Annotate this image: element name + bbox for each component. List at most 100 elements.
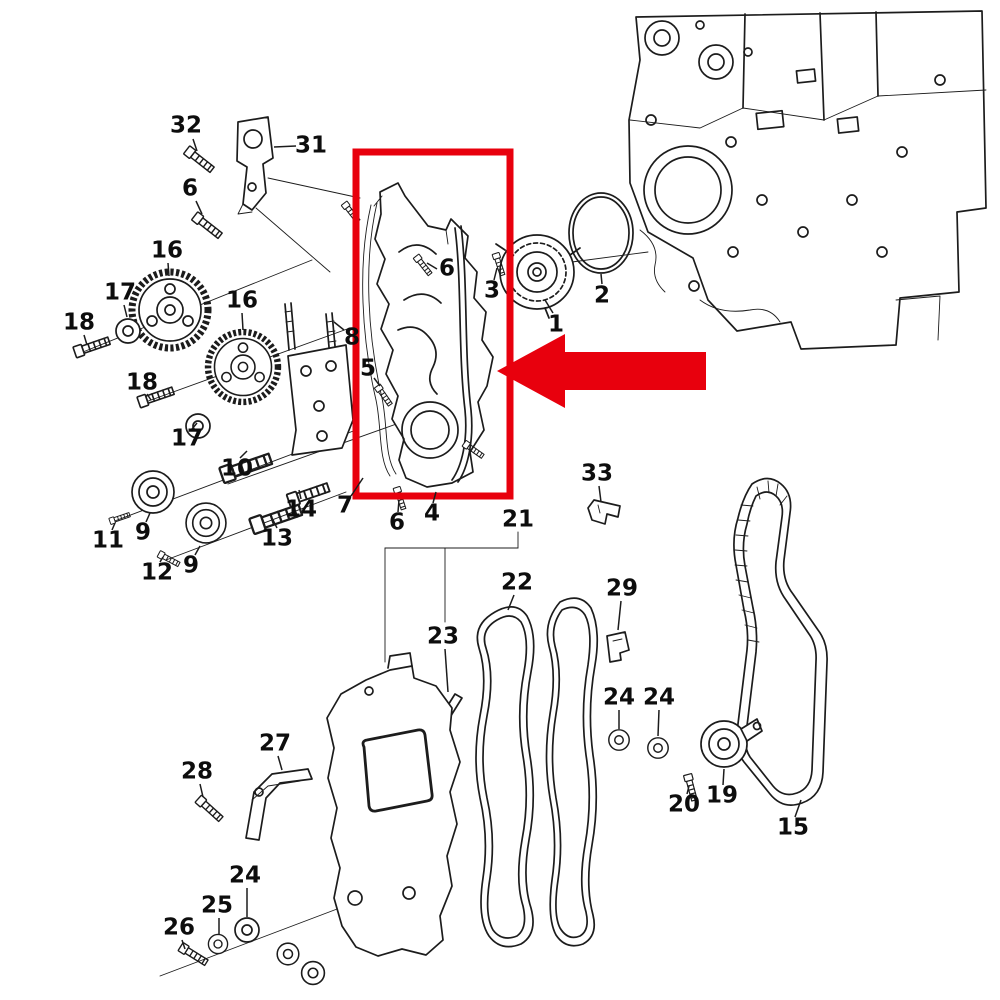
callout-leader-line [191,422,198,430]
part-number-label-33: 33 [581,461,613,487]
callout-leader-line [333,321,345,331]
bolt-32 [182,145,216,175]
callout-leader-line [722,768,725,786]
part-number-label-17: 17 [171,426,203,452]
callout-leader-line [350,477,364,497]
callout-leader-line [145,512,151,523]
part-number-label-24: 24 [603,685,635,711]
bolt-5 [373,383,394,408]
part-number-label-25: 25 [201,893,233,919]
part-number-label-11: 11 [92,528,124,554]
callout-leader-line [657,709,660,737]
part-number-label-10: 10 [221,456,253,482]
callout-leader-line [194,545,201,556]
rear-cover-outline [374,182,494,488]
callout-leader-line [123,304,128,318]
part-number-label-4: 4 [424,501,440,527]
part-number-label-31: 31 [295,133,327,159]
callout-leader-line [544,299,554,314]
washer-bottom-d [300,960,326,986]
washer-24-left [608,729,630,751]
washer-25 [207,933,229,955]
gear-16-left [132,272,208,348]
part-number-label-12: 12 [141,560,173,586]
part-number-label-26: 26 [163,915,195,941]
callout-leader-line [199,783,204,798]
callout-leader-line [426,262,438,270]
callout-leader-line [617,600,622,631]
callout-leader-line [181,939,186,950]
part-number-label-17: 17 [104,280,136,306]
callout-leader-line [686,785,690,795]
engine-block-art [628,10,987,350]
rear-cover-right-edge [451,225,473,483]
rear-timing-cover-art [362,182,494,488]
belt-ribs [734,480,788,643]
part-number-label-19: 19 [706,783,738,809]
callout-leader-line [272,519,278,529]
bolt-18-upper [72,334,112,359]
bolt-6-top [190,211,224,241]
mount-bracket-studs-art [284,302,354,456]
part-number-label-6: 6 [389,510,405,536]
callout-leader-line [794,799,802,818]
callout-leader-line [239,450,248,459]
part-number-label-5: 5 [360,356,376,382]
part-number-label-16: 16 [226,288,258,314]
callout-leader-line [598,485,602,503]
part-number-label-2: 2 [594,283,610,309]
front-cover-window [361,728,434,813]
callout-leader-line [432,491,437,504]
part-number-label-23: 23 [427,624,459,650]
part-number-label-32: 32 [170,113,202,139]
clip-33-art [587,499,621,525]
front-cover-outline [326,665,461,957]
part-number-label-20: 20 [668,792,700,818]
callout-leader-line [192,138,198,152]
idler-9-left [131,470,175,514]
secondary-gasket-art [545,597,599,947]
part-number-label-13: 13 [261,526,293,552]
idler-9-right [185,502,227,544]
callout-leader-line [146,393,152,401]
part-number-label-18: 18 [126,370,158,396]
callout-leader-line [277,755,283,771]
tensioner-bracket-31-art [236,116,274,215]
highlight-arrow [497,334,706,408]
part-number-label-22: 22 [501,570,533,596]
callout-leader-line [397,499,400,513]
part-number-label-14: 14 [285,497,317,523]
callout-leader-line [273,145,297,148]
nut-24-right [647,737,669,759]
part-number-label-3: 3 [484,278,500,304]
part-number-label-8: 8 [344,325,360,351]
callout-leader-line [83,334,88,346]
part-number-label-7: 7 [337,493,353,519]
part-number-label-6: 6 [439,256,455,282]
highlight-box [352,148,514,500]
callout-leader-line [600,273,603,285]
part-number-label-24: 24 [643,685,675,711]
callout-leader-line [507,594,515,611]
callout-leader-line [195,200,203,215]
washer-24-bottom [234,917,260,943]
part-number-label-28: 28 [181,759,213,785]
cover-gasket-22-art [475,606,535,948]
part-number-label-18: 18 [63,310,95,336]
callout-leader-line [493,267,498,281]
part-number-label-1: 1 [548,312,564,338]
part-number-label-9: 9 [135,520,151,546]
callout-leader-line [111,522,116,531]
part-number-label-21: 21 [502,507,534,533]
callout-leader-line [373,377,381,387]
callout-leader-line [167,262,170,277]
part-number-label-6: 6 [182,176,198,202]
gear-16-right [208,332,278,402]
part-number-label-24: 24 [229,863,261,889]
front-lower-cover-art [326,652,461,957]
bracket-27-art [245,768,313,841]
clip-29-art [606,631,630,663]
timing-belt-15-art [733,477,828,806]
